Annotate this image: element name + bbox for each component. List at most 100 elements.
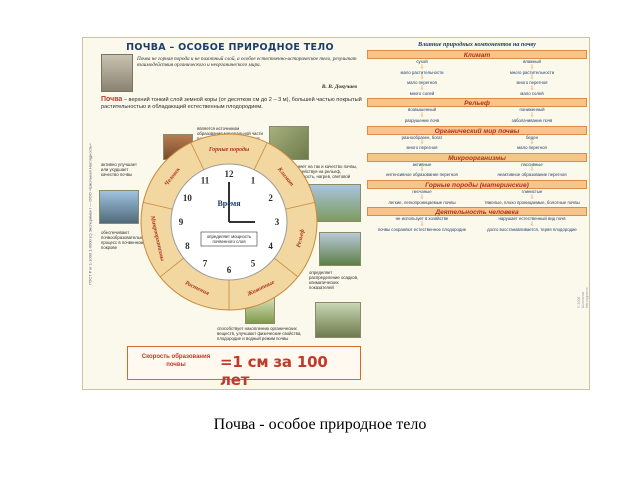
right-column-title: Влияние природных компонентов на почву [417,41,537,48]
clock-number: 11 [201,175,210,185]
clock-number: 6 [227,265,232,275]
clock-number: 12 [225,169,235,179]
clock-inner-text-wrap: определяет мощность почвенного слоя [206,233,252,244]
clock-number: 7 [203,259,208,269]
down-arrow-icon: ⇩ [419,167,425,174]
factor-item: мало солей [520,90,544,96]
note-human: активно улучшает или ухудшает качество п… [101,162,137,177]
clock-number: 2 [268,193,273,203]
factor-item: неактивное образование перегноя [497,172,567,178]
sector-divider [274,257,299,278]
quote-author: В. В. Докучаев [321,84,357,90]
factor-item: глинистые [521,188,543,194]
factor-column-left: сухой⇩мало растительности⇩мало перегноя⇩… [369,59,475,96]
factor-column-right: глинистые⇩тяжелые, плохо проницаемые, бо… [479,188,585,205]
city-photo [99,190,139,224]
note-plants: способствует накоплению органических вещ… [217,326,302,341]
factor-item: интенсивное образование перегноя [386,172,458,178]
time-clock-diagram: Горные породыКлиматРельефЖивотныеРастени… [140,133,318,311]
factor-column-left: разнообразен, богат⇩много перегноя [369,134,475,151]
side-strip-text: ГОСТ Р кг 1-1000 1-0000 (c) Эксперимент … [87,143,93,285]
down-arrow-icon: ⇩ [419,75,425,82]
sector-divider [159,257,184,278]
factor-heading: Рельеф [367,98,587,108]
down-arrow-icon: ⇩ [419,194,425,201]
clock-inner-box [200,231,258,247]
factor-heading: Климат [367,50,587,59]
clock-number: 8 [185,241,190,251]
factor-column-right: пассивные⇩неактивное образование перегно… [479,162,585,178]
poster-quote: Почва не горная порода и не пахотный сло… [137,56,357,69]
clock-number: 9 [179,217,184,227]
factor-item: долго восстанавливается, теряя плодороди… [487,226,577,232]
poster-title: ПОЧВА – ОСОБОЕ ПРИРОДНОЕ ТЕЛО [126,42,334,53]
factor-item: много солей [409,90,435,96]
down-arrow-icon: ⇩ [419,221,425,228]
down-arrow-icon: ⇩ [419,140,425,147]
speed-value: =1 см за 100 лет [220,353,328,389]
clock-number: 3 [275,217,280,227]
slide-caption: Почва - особое природное тело [213,416,427,433]
factor-item: не использует в хозяйстве [395,216,449,222]
clock-number: 1 [251,175,256,185]
factor-column-right: влажный⇩много растительности⇩много перег… [479,59,585,96]
soil-definition: Почва – верхний тонкий слой земной коры … [101,96,363,111]
sector-dividers [143,142,315,310]
clock-inner-text: определяет мощность почвенного слоя [206,233,252,244]
factor-item: сухой [416,59,428,64]
factor-item: влажный [523,59,541,64]
factor-body: активные⇩интенсивное образование перегно… [367,162,587,180]
factor-item: легкие, легкопроницаемые почвы [388,199,456,205]
factor-body: не использует в хозяйстве⇩почвы сохраняю… [367,216,587,234]
factor-item: много перегноя [516,80,548,86]
factor-item: песчаные [412,188,432,194]
poster-side-strip: ГОСТ Р кг 1-1000 1-0000 (c) Эксперимент … [85,42,95,387]
factor-heading: Органический мир почвы [367,125,587,135]
factor-column-left: не использует в хозяйстве⇩почвы сохраняю… [369,217,475,232]
sector-divider [190,142,205,170]
sector-divider [143,202,173,210]
factor-item: много растительности [509,69,555,75]
speed-box: Скорость образования почвы =1 см за 100 … [127,346,361,389]
factor-column-right: беден⇩мало перегноя [479,135,585,151]
down-arrow-icon: ⇩ [529,112,535,119]
portrait-image [101,54,133,92]
soil-poster-image: ГОСТ Р кг 1-1000 1-0000 (c) Эксперимент … [82,37,590,390]
down-arrow-icon: ⇩ [529,140,535,147]
copyright: © 2008 Школьная Наглядность [577,287,589,308]
factor-item: мало перегноя [517,145,547,151]
down-arrow-icon: ⇩ [529,75,535,82]
definition-text: – верхний тонкий слой земной коры (от де… [101,97,362,110]
down-arrow-icon: ⇩ [419,64,425,71]
factor-item: почвы сохраняют естественное плодородие [377,226,467,232]
factor-item: мало растительности [400,69,444,75]
down-arrow-icon: ⇩ [419,85,425,92]
factor-item: много перегноя [406,145,438,151]
factor-item: активные [412,161,432,167]
factor-item: пониженный [519,107,545,113]
factor-item: мало перегноя [407,80,437,86]
factor-column-right: пониженный⇩заболачивание почв [479,108,585,123]
factor-heading: Деятельность человека [367,207,587,217]
factor-item: разнообразен, богат [401,134,443,140]
forest-photo [319,232,361,266]
soil-factors-diagram: является источником образования минераль… [97,122,363,344]
clock-center-label: Время [217,199,241,208]
down-arrow-icon: ⇩ [529,221,535,228]
factor-column-left: песчаные⇩легкие, легкопроницаемые почвы [369,188,475,205]
sector-divider [285,202,315,210]
clock-number: 10 [183,193,193,203]
factor-item: заболачивание почв [511,117,553,123]
down-arrow-icon: ⇩ [529,85,535,92]
factor-column-right: нарушает естественный вид почв⇩долго вос… [479,217,585,232]
note-microorganisms: обеспечивают почвообразовательный процес… [101,230,148,250]
speed-label: Скорость образования почвы [141,354,211,368]
